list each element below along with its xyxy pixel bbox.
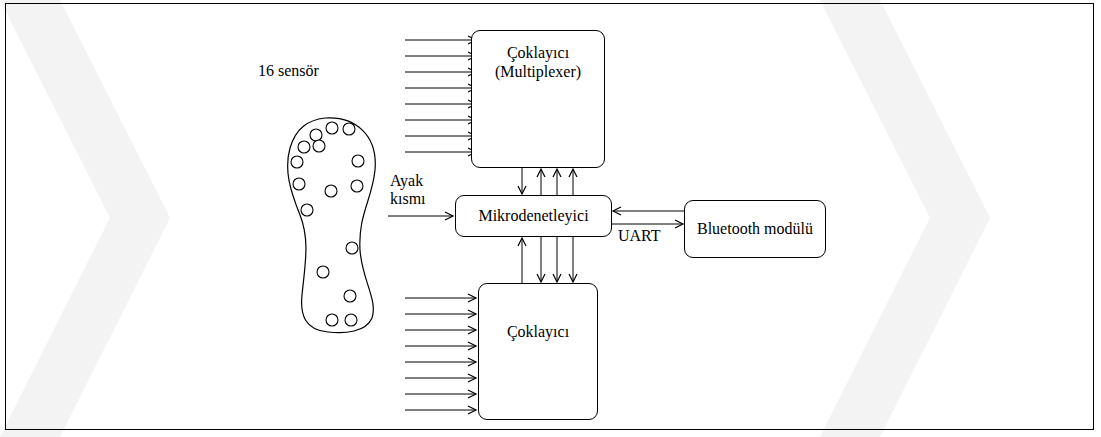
box-text: Mikrodenetleyici — [478, 206, 588, 225]
bluetooth-module-box: Bluetooth modülü — [684, 200, 826, 258]
signal-arrow — [573, 237, 574, 282]
signal-arrow — [613, 211, 684, 212]
signal-arrow — [612, 224, 683, 225]
signal-arrow — [541, 237, 542, 282]
box-text: Çoklayıcı — [507, 322, 569, 341]
signal-arrow — [573, 169, 574, 195]
multiplexer-box: Çoklayıcı — [478, 283, 598, 420]
signal-arrow — [557, 169, 558, 195]
watermark — [0, 0, 990, 437]
sensor-count-label: 16 sensör — [258, 62, 319, 80]
multiplexer-box: Çoklayıcı (Multiplexer) — [471, 30, 605, 168]
microcontroller-box: Mikrodenetleyici — [455, 195, 612, 237]
signal-arrow — [557, 237, 558, 282]
foot-signal-arrow — [388, 216, 453, 217]
signal-arrow — [522, 238, 523, 283]
frame — [6, 4, 1094, 430]
box-text: Bluetooth modülü — [697, 219, 813, 238]
interface-label: UART — [616, 227, 663, 245]
box-text: Çoklayıcı (Multiplexer) — [472, 43, 604, 81]
foot-insole — [288, 118, 376, 333]
signal-arrow — [522, 168, 523, 194]
sensor-dots — [291, 122, 364, 326]
foot-part-label: Ayak kısmı — [390, 172, 452, 209]
signal-arrow — [541, 169, 542, 195]
